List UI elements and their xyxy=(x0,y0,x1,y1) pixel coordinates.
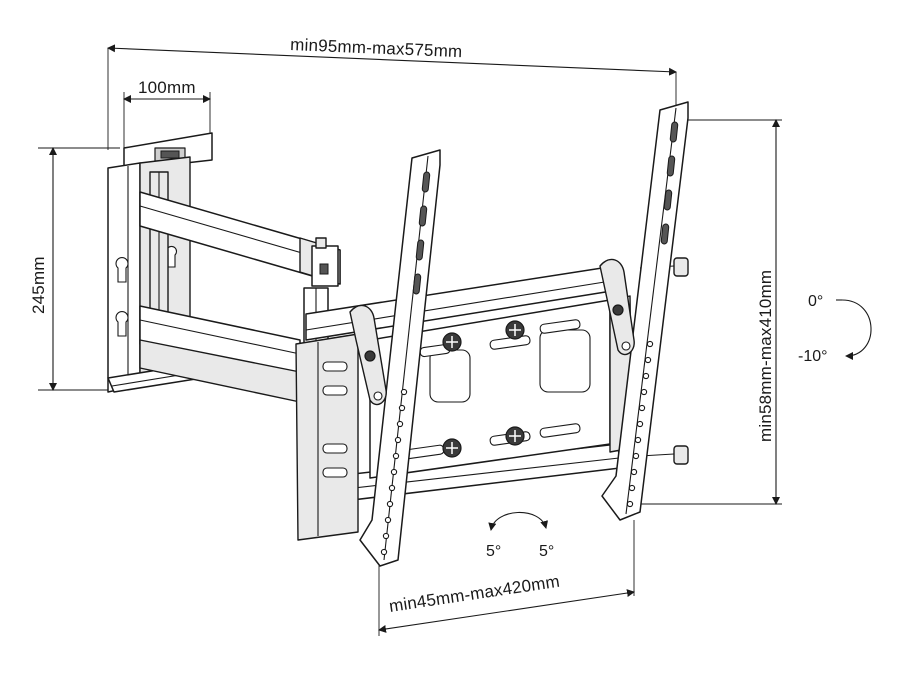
tv-frame xyxy=(295,257,689,541)
wall-plate-height-dimension: 245mm xyxy=(29,147,120,391)
bolt-icon xyxy=(442,332,462,352)
bolt-icon xyxy=(505,426,525,446)
bolt-icon xyxy=(505,320,525,340)
bolt-icon xyxy=(442,438,462,458)
wall-plate-width-dimension: 100mm xyxy=(123,78,211,148)
upper-arm xyxy=(139,191,341,287)
swivel-left-label: 5° xyxy=(486,543,501,560)
tilt-bottom-label: -10° xyxy=(798,348,828,365)
tilt-top-label: 0° xyxy=(808,293,823,310)
wall-plate-width-label: 100mm xyxy=(138,78,196,97)
right-tv-bracket xyxy=(599,101,689,521)
left-tv-bracket xyxy=(349,149,441,567)
vertical-spacing-dimension: min58mm-max410mm xyxy=(640,119,782,505)
lower-arm xyxy=(139,305,301,403)
wall-plate-height-label: 245mm xyxy=(29,256,48,314)
horizontal-spacing-label: min45mm-max420mm xyxy=(388,572,561,616)
vertical-spacing-label: min58mm-max410mm xyxy=(756,270,775,442)
tilt-indicator: 0° -10° xyxy=(798,293,872,365)
swivel-right-label: 5° xyxy=(539,543,554,560)
swivel-indicator: 5° 5° xyxy=(486,511,554,560)
horizontal-spacing-dimension: min45mm-max420mm xyxy=(378,520,635,636)
